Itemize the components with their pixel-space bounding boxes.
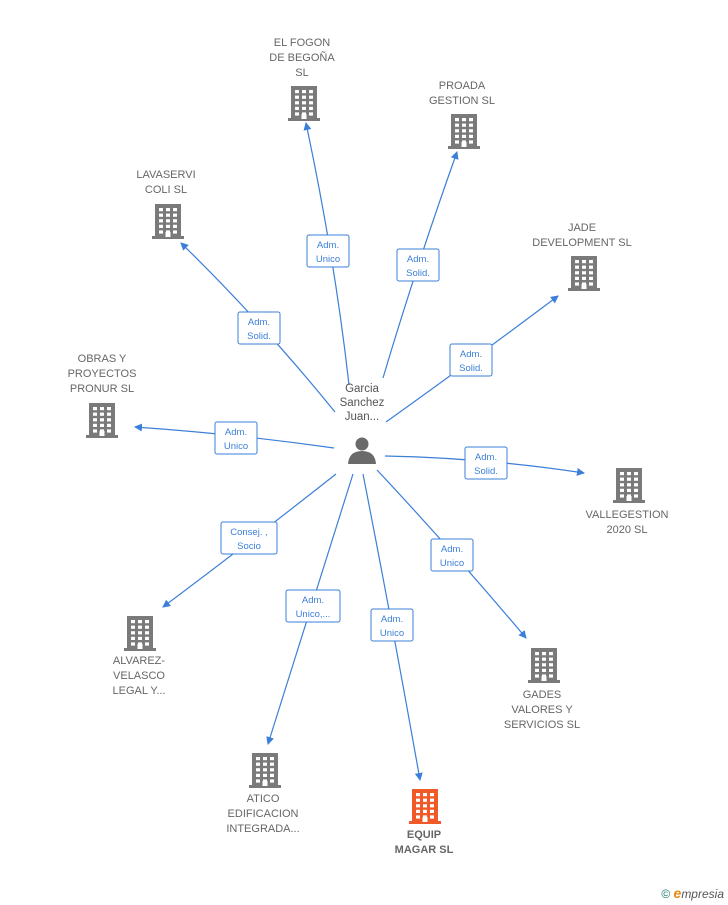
building-icon xyxy=(448,114,480,149)
edge-label-text: Adm. xyxy=(460,349,482,360)
edge-label-text: Unico xyxy=(224,441,248,452)
edge-label-gades[interactable]: Adm. Unico xyxy=(430,538,474,572)
company-label: JADE xyxy=(568,222,596,234)
brand-name: mpresia xyxy=(681,887,724,901)
edge-label-vallegestion[interactable]: Adm. Solid. xyxy=(464,446,508,480)
company-label: GESTION SL xyxy=(429,95,495,107)
company-label: LEGAL Y... xyxy=(112,685,165,697)
person-label: Garcia xyxy=(345,383,379,395)
company-label: DEVELOPMENT SL xyxy=(532,237,631,249)
company-label: PROYECTOS xyxy=(68,368,137,380)
edge-label-text: Unico,... xyxy=(296,609,331,620)
building-icon xyxy=(409,789,441,824)
edge-label-text: Solid. xyxy=(247,331,271,342)
company-node-gades[interactable]: GADES VALORES Y SERVICIOS SL xyxy=(504,648,580,731)
person-icon xyxy=(348,437,376,464)
edge-label-text: Solid. xyxy=(459,363,483,374)
company-label: SERVICIOS SL xyxy=(504,719,580,731)
edge-label-text: Adm. xyxy=(381,614,403,625)
company-label: VELASCO xyxy=(113,670,165,682)
edge-label-text: Solid. xyxy=(474,466,498,477)
company-label: EDIFICACION xyxy=(228,808,299,820)
edge-label-text: Adm. xyxy=(248,317,270,328)
edge-label-text: Unico xyxy=(380,628,404,639)
company-label: PRONUR SL xyxy=(70,383,134,395)
company-label: OBRAS Y xyxy=(78,353,127,365)
edge-label-text: Solid. xyxy=(406,268,430,279)
nodes-layer: EL FOGON DE BEGOÑA SL PROADA GESTION SL LAVAS… xyxy=(68,37,669,856)
company-label: VALORES Y xyxy=(511,704,573,716)
company-label: PROADA xyxy=(439,80,486,92)
footer-brand: © empresia xyxy=(661,885,724,901)
building-icon xyxy=(613,468,645,503)
company-node-atico[interactable]: ATICO EDIFICACION INTEGRADA... xyxy=(226,753,300,835)
building-icon xyxy=(528,648,560,683)
edge-label-obras[interactable]: Adm. Unico xyxy=(214,421,258,455)
edge-label-alvarez[interactable]: Consej. , Socio xyxy=(220,521,278,555)
edge-label-text: Unico xyxy=(440,558,464,569)
edge-label-text: Socio xyxy=(237,541,261,552)
company-label: EL FOGON xyxy=(274,37,330,49)
edge-label-text: Unico xyxy=(316,254,340,265)
company-label: ATICO xyxy=(247,793,280,805)
company-label: DE BEGOÑA xyxy=(269,51,335,64)
edge-label-el-fogon[interactable]: Adm. Unico xyxy=(306,234,350,268)
company-node-proada[interactable]: PROADA GESTION SL xyxy=(429,80,495,149)
building-icon xyxy=(568,256,600,291)
copyright-icon: © xyxy=(661,887,671,901)
edge-label-atico[interactable]: Adm. Unico,... xyxy=(285,589,341,623)
edge-label-proada[interactable]: Adm. Solid. xyxy=(396,248,440,282)
person-label: Sanchez xyxy=(340,397,385,409)
center-person[interactable]: GarciaSanchezJuan... xyxy=(340,383,385,464)
building-icon xyxy=(152,204,184,239)
edge-label-text: Adm. xyxy=(441,544,463,555)
company-label: COLI SL xyxy=(145,184,187,196)
company-label: LAVASERVI xyxy=(136,169,195,181)
building-icon xyxy=(86,403,118,438)
company-label: INTEGRADA... xyxy=(226,823,299,835)
company-label: SL xyxy=(295,67,308,79)
company-label: ALVAREZ- xyxy=(113,655,165,667)
company-label: EQUIP xyxy=(407,829,441,841)
company-node-alvarez[interactable]: ALVAREZ- VELASCO LEGAL Y... xyxy=(112,616,166,697)
building-icon xyxy=(288,86,320,121)
company-node-equip[interactable]: EQUIP MAGAR SL xyxy=(395,789,454,856)
brand-logo-e: e xyxy=(673,885,682,901)
edge-label-text: Adm. xyxy=(225,427,247,438)
edge-label-jade[interactable]: Adm. Solid. xyxy=(449,343,493,377)
company-node-lavaservi[interactable]: LAVASERVI COLI SL xyxy=(136,169,196,239)
edge-label-equip[interactable]: Adm. Unico xyxy=(370,608,414,642)
building-icon xyxy=(124,616,156,651)
company-label: 2020 SL xyxy=(607,524,648,536)
person-label: Juan... xyxy=(345,411,380,423)
company-label: GADES xyxy=(523,689,562,701)
edge-label-text: Adm. xyxy=(302,595,324,606)
edge-label-lavaservi[interactable]: Adm. Solid. xyxy=(237,311,281,345)
edge-label-text: Adm. xyxy=(317,240,339,251)
edge-label-text: Adm. xyxy=(407,254,429,265)
company-node-el-fogon[interactable]: EL FOGON DE BEGOÑA SL xyxy=(269,37,335,121)
company-label: VALLEGESTION xyxy=(586,509,669,521)
company-label: MAGAR SL xyxy=(395,844,454,856)
edge-label-text: Adm. xyxy=(475,452,497,463)
company-node-obras[interactable]: OBRAS Y PROYECTOS PRONUR SL xyxy=(68,353,137,438)
company-node-jade[interactable]: JADE DEVELOPMENT SL xyxy=(532,222,632,291)
building-icon xyxy=(249,753,281,788)
edge-label-text: Consej. , xyxy=(230,527,268,538)
company-node-vallegestion[interactable]: VALLEGESTION 2020 SL xyxy=(586,468,669,536)
